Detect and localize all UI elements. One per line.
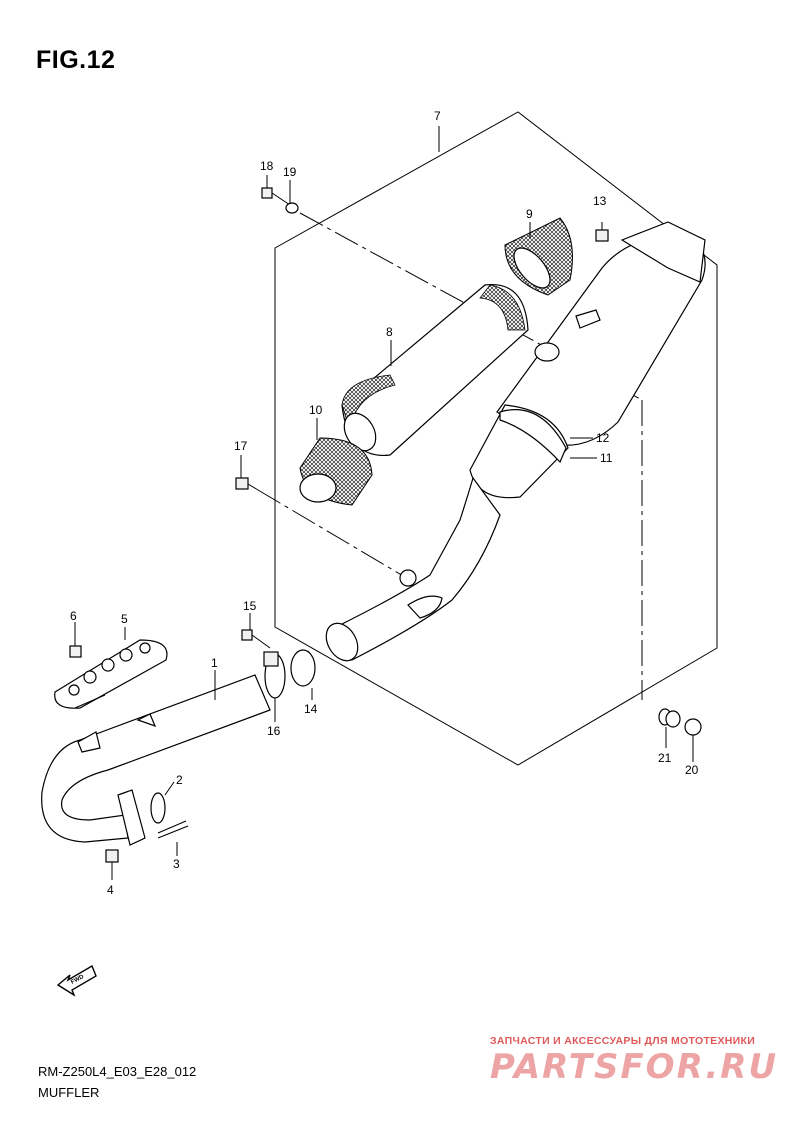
diagram-code: RM-Z250L4_E03_E28_012 xyxy=(38,1064,197,1079)
nut-4 xyxy=(105,849,119,863)
callout-12: 12 xyxy=(596,431,610,445)
callout-3: 3 xyxy=(173,857,180,871)
callout-9: 9 xyxy=(526,207,533,221)
callout-5: 5 xyxy=(121,612,128,626)
callout-13: 13 xyxy=(593,194,607,208)
callout-11: 11 xyxy=(600,451,613,465)
callout-1: 1 xyxy=(211,656,218,670)
callout-21: 21 xyxy=(658,751,672,765)
callout-8: 8 xyxy=(386,325,393,339)
inner-pipe xyxy=(341,283,529,456)
nut-6 xyxy=(69,645,82,658)
bolt-17 xyxy=(235,477,259,491)
bolt-15 xyxy=(241,629,271,649)
callout-16: 16 xyxy=(267,724,281,738)
callout-10: 10 xyxy=(309,403,323,417)
callout-19: 19 xyxy=(283,165,297,179)
gasket-2 xyxy=(150,792,166,824)
washer-21-b xyxy=(665,710,681,728)
front-cap xyxy=(299,437,373,506)
leader-lines xyxy=(74,126,694,880)
callout-6: 6 xyxy=(70,609,77,623)
callout-7: 7 xyxy=(434,109,441,123)
clamp-16 xyxy=(263,651,286,699)
callout-4: 4 xyxy=(107,883,114,897)
end-cap xyxy=(504,217,573,296)
figure-title: FIG.12 xyxy=(36,46,116,74)
exhaust-header xyxy=(41,674,271,846)
muffler-assembly xyxy=(325,221,706,662)
callout-14: 14 xyxy=(304,702,318,716)
callout-2: 2 xyxy=(176,773,183,787)
callout-20: 20 xyxy=(685,763,699,777)
diagram-name: MUFFLER xyxy=(38,1085,100,1100)
bolt-13 xyxy=(595,222,609,242)
alignment-line-17 xyxy=(257,489,411,581)
heat-shield xyxy=(54,639,168,709)
watermark-tagline: ЗАПЧАСТИ И АКСЕССУАРЫ ДЛЯ МОТОТЕХНИКИ xyxy=(490,1035,756,1047)
cap-20 xyxy=(684,718,702,736)
assembly-frame xyxy=(274,111,718,766)
stud-3 xyxy=(157,820,189,839)
callout-17: 17 xyxy=(234,439,248,453)
callout-18: 18 xyxy=(260,159,274,173)
bolt-18 xyxy=(261,187,291,206)
fwd-arrow-icon: FWD xyxy=(56,964,97,997)
callout-15: 15 xyxy=(243,599,257,613)
washer-19 xyxy=(285,202,299,214)
watermark-logo: PARTSFOR.RU xyxy=(490,1047,779,1087)
gasket-14 xyxy=(290,649,316,687)
